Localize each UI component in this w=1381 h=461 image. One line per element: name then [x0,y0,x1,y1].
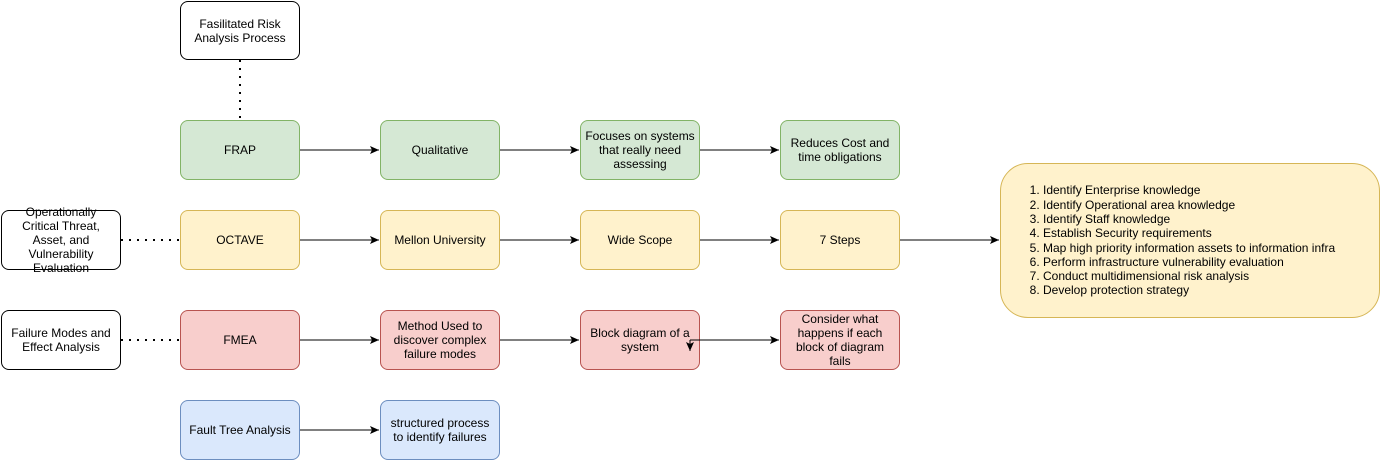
node-fault-tree[interactable]: Fault Tree Analysis [180,400,300,460]
node-mellon[interactable]: Mellon University [380,210,500,270]
list-item: Conduct multidimensional risk analysis [1043,269,1335,283]
node-method-used[interactable]: Method Used to discover complex failure … [380,310,500,370]
list-item: Identify Operational area knowledge [1043,198,1335,212]
node-fmea-definition[interactable]: Failure Modes and Effect Analysis [1,310,121,370]
steps-list: Identify Enterprise knowledge Identify O… [1001,183,1335,297]
node-block-diagram[interactable]: Block diagram of a system [580,310,700,370]
steps-list-box[interactable]: Identify Enterprise knowledge Identify O… [1000,163,1380,318]
node-seven-steps[interactable]: 7 Steps [780,210,900,270]
node-reduces[interactable]: Reduces Cost and time obligations [780,120,900,180]
node-frap-process[interactable]: Fasilitated Risk Analysis Process [180,1,300,60]
node-structured[interactable]: structured process to identify failures [380,400,500,460]
list-item: Develop protection strategy [1043,283,1335,297]
list-item: Map high priority information assets to … [1043,241,1335,255]
list-item: Identify Staff knowledge [1043,212,1335,226]
list-item: Establish Security requirements [1043,226,1335,240]
node-consider[interactable]: Consider what happens if each block of d… [780,310,900,370]
list-item: Perform infrastructure vulnerability eva… [1043,255,1335,269]
node-frap[interactable]: FRAP [180,120,300,180]
node-wide-scope[interactable]: Wide Scope [580,210,700,270]
node-octave[interactable]: OCTAVE [180,210,300,270]
node-fmea[interactable]: FMEA [180,310,300,370]
node-focuses[interactable]: Focuses on systems that really need asse… [580,120,700,180]
node-octave-definition[interactable]: Operationally Critical Threat, Asset, an… [1,205,121,275]
node-qualitative[interactable]: Qualitative [380,120,500,180]
list-item: Identify Enterprise knowledge [1043,183,1335,197]
